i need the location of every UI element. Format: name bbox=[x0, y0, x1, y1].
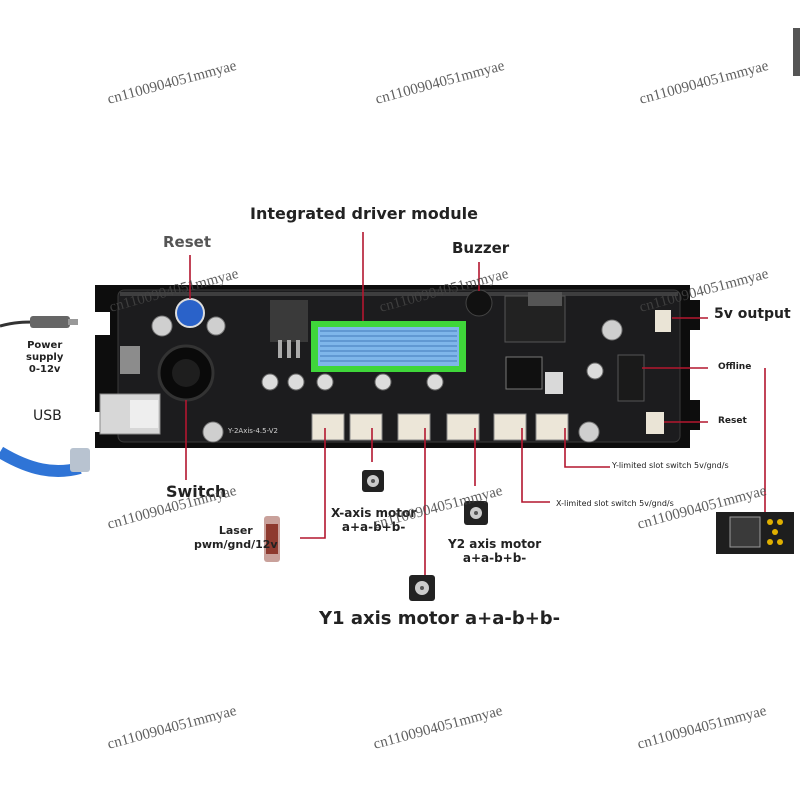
screw-bottom-right bbox=[578, 421, 600, 443]
laser-module-icon bbox=[264, 516, 280, 562]
y2-motor-line-2: a+a-b+b- bbox=[462, 551, 527, 565]
screw-top-left bbox=[151, 315, 173, 337]
buzzer-label: Buzzer bbox=[452, 239, 510, 257]
power-supply-line-3: 0-12v bbox=[28, 364, 61, 375]
y1-axis-motor-icon bbox=[409, 575, 435, 601]
laser-label: Laser pwm/gnd/12v bbox=[194, 524, 278, 552]
laser-line-2: pwm/gnd/12v bbox=[194, 538, 278, 551]
motor-connector bbox=[311, 413, 345, 441]
reset-right-label: Reset bbox=[718, 416, 747, 426]
5v-output-connector bbox=[655, 310, 671, 332]
y1-motor-label: Y1 axis motor a+a-b+b- bbox=[319, 608, 561, 629]
usb-label: USB bbox=[33, 408, 62, 424]
reset-connector-right bbox=[646, 412, 664, 434]
x-motor-line-1: X-axis motor bbox=[331, 506, 417, 520]
usb-cable bbox=[0, 446, 82, 478]
pin-header-right bbox=[617, 354, 645, 402]
x-motor-label: X-axis motor a+a-b+b- bbox=[331, 506, 416, 534]
heatsink-fins bbox=[320, 330, 457, 362]
board-silkscreen: Y-2Axis-4.5-V2 bbox=[227, 427, 278, 435]
motor-connector bbox=[535, 413, 569, 441]
power-cable bbox=[0, 320, 36, 328]
y2-motor-label: Y2 axis motor a+a-b+b- bbox=[448, 537, 541, 565]
5v-output-label: 5v output bbox=[714, 306, 791, 322]
screw-top-center bbox=[206, 316, 226, 336]
reset-button-top bbox=[175, 298, 205, 328]
mcu-chip bbox=[505, 356, 543, 390]
buzzer bbox=[465, 289, 493, 317]
power-jack bbox=[120, 346, 140, 374]
screw-top-right bbox=[601, 319, 623, 341]
x-limited-label: X-limited slot switch 5v/gnd/s bbox=[556, 499, 674, 508]
motor-connectors bbox=[311, 413, 569, 441]
capacitors bbox=[261, 362, 604, 391]
x-axis-motor-icon bbox=[362, 470, 384, 492]
power-plug bbox=[30, 316, 70, 328]
power-supply-label: Power supply 0-12v bbox=[26, 340, 63, 376]
power-supply-line-2: supply bbox=[26, 352, 64, 363]
motor-connector bbox=[446, 413, 480, 441]
offline-controller-icon bbox=[716, 512, 794, 554]
leader-lines bbox=[185, 232, 766, 582]
y-limited-label: Y-limited slot switch 5v/gnd/s bbox=[612, 461, 729, 470]
offline-label: Offline bbox=[718, 362, 752, 372]
regulator bbox=[270, 300, 308, 342]
switch-label: Switch bbox=[166, 482, 227, 501]
crystal bbox=[545, 372, 563, 394]
motor-connector bbox=[493, 413, 527, 441]
usb-plug bbox=[70, 448, 90, 472]
y2-motor-line-1: Y2 axis motor bbox=[448, 537, 542, 551]
x-motor-line-2: a+a-b+b- bbox=[341, 520, 406, 534]
reset-top-label: Reset bbox=[163, 233, 211, 251]
integrated-driver-label: Integrated driver module bbox=[250, 204, 478, 223]
motor-connector bbox=[349, 413, 383, 441]
window-edge bbox=[793, 28, 800, 76]
screw-bottom-left bbox=[202, 421, 224, 443]
laser-line-1: Laser bbox=[218, 524, 253, 537]
y2-axis-motor-icon bbox=[464, 501, 488, 525]
power-supply-line-1: Power bbox=[27, 340, 63, 351]
